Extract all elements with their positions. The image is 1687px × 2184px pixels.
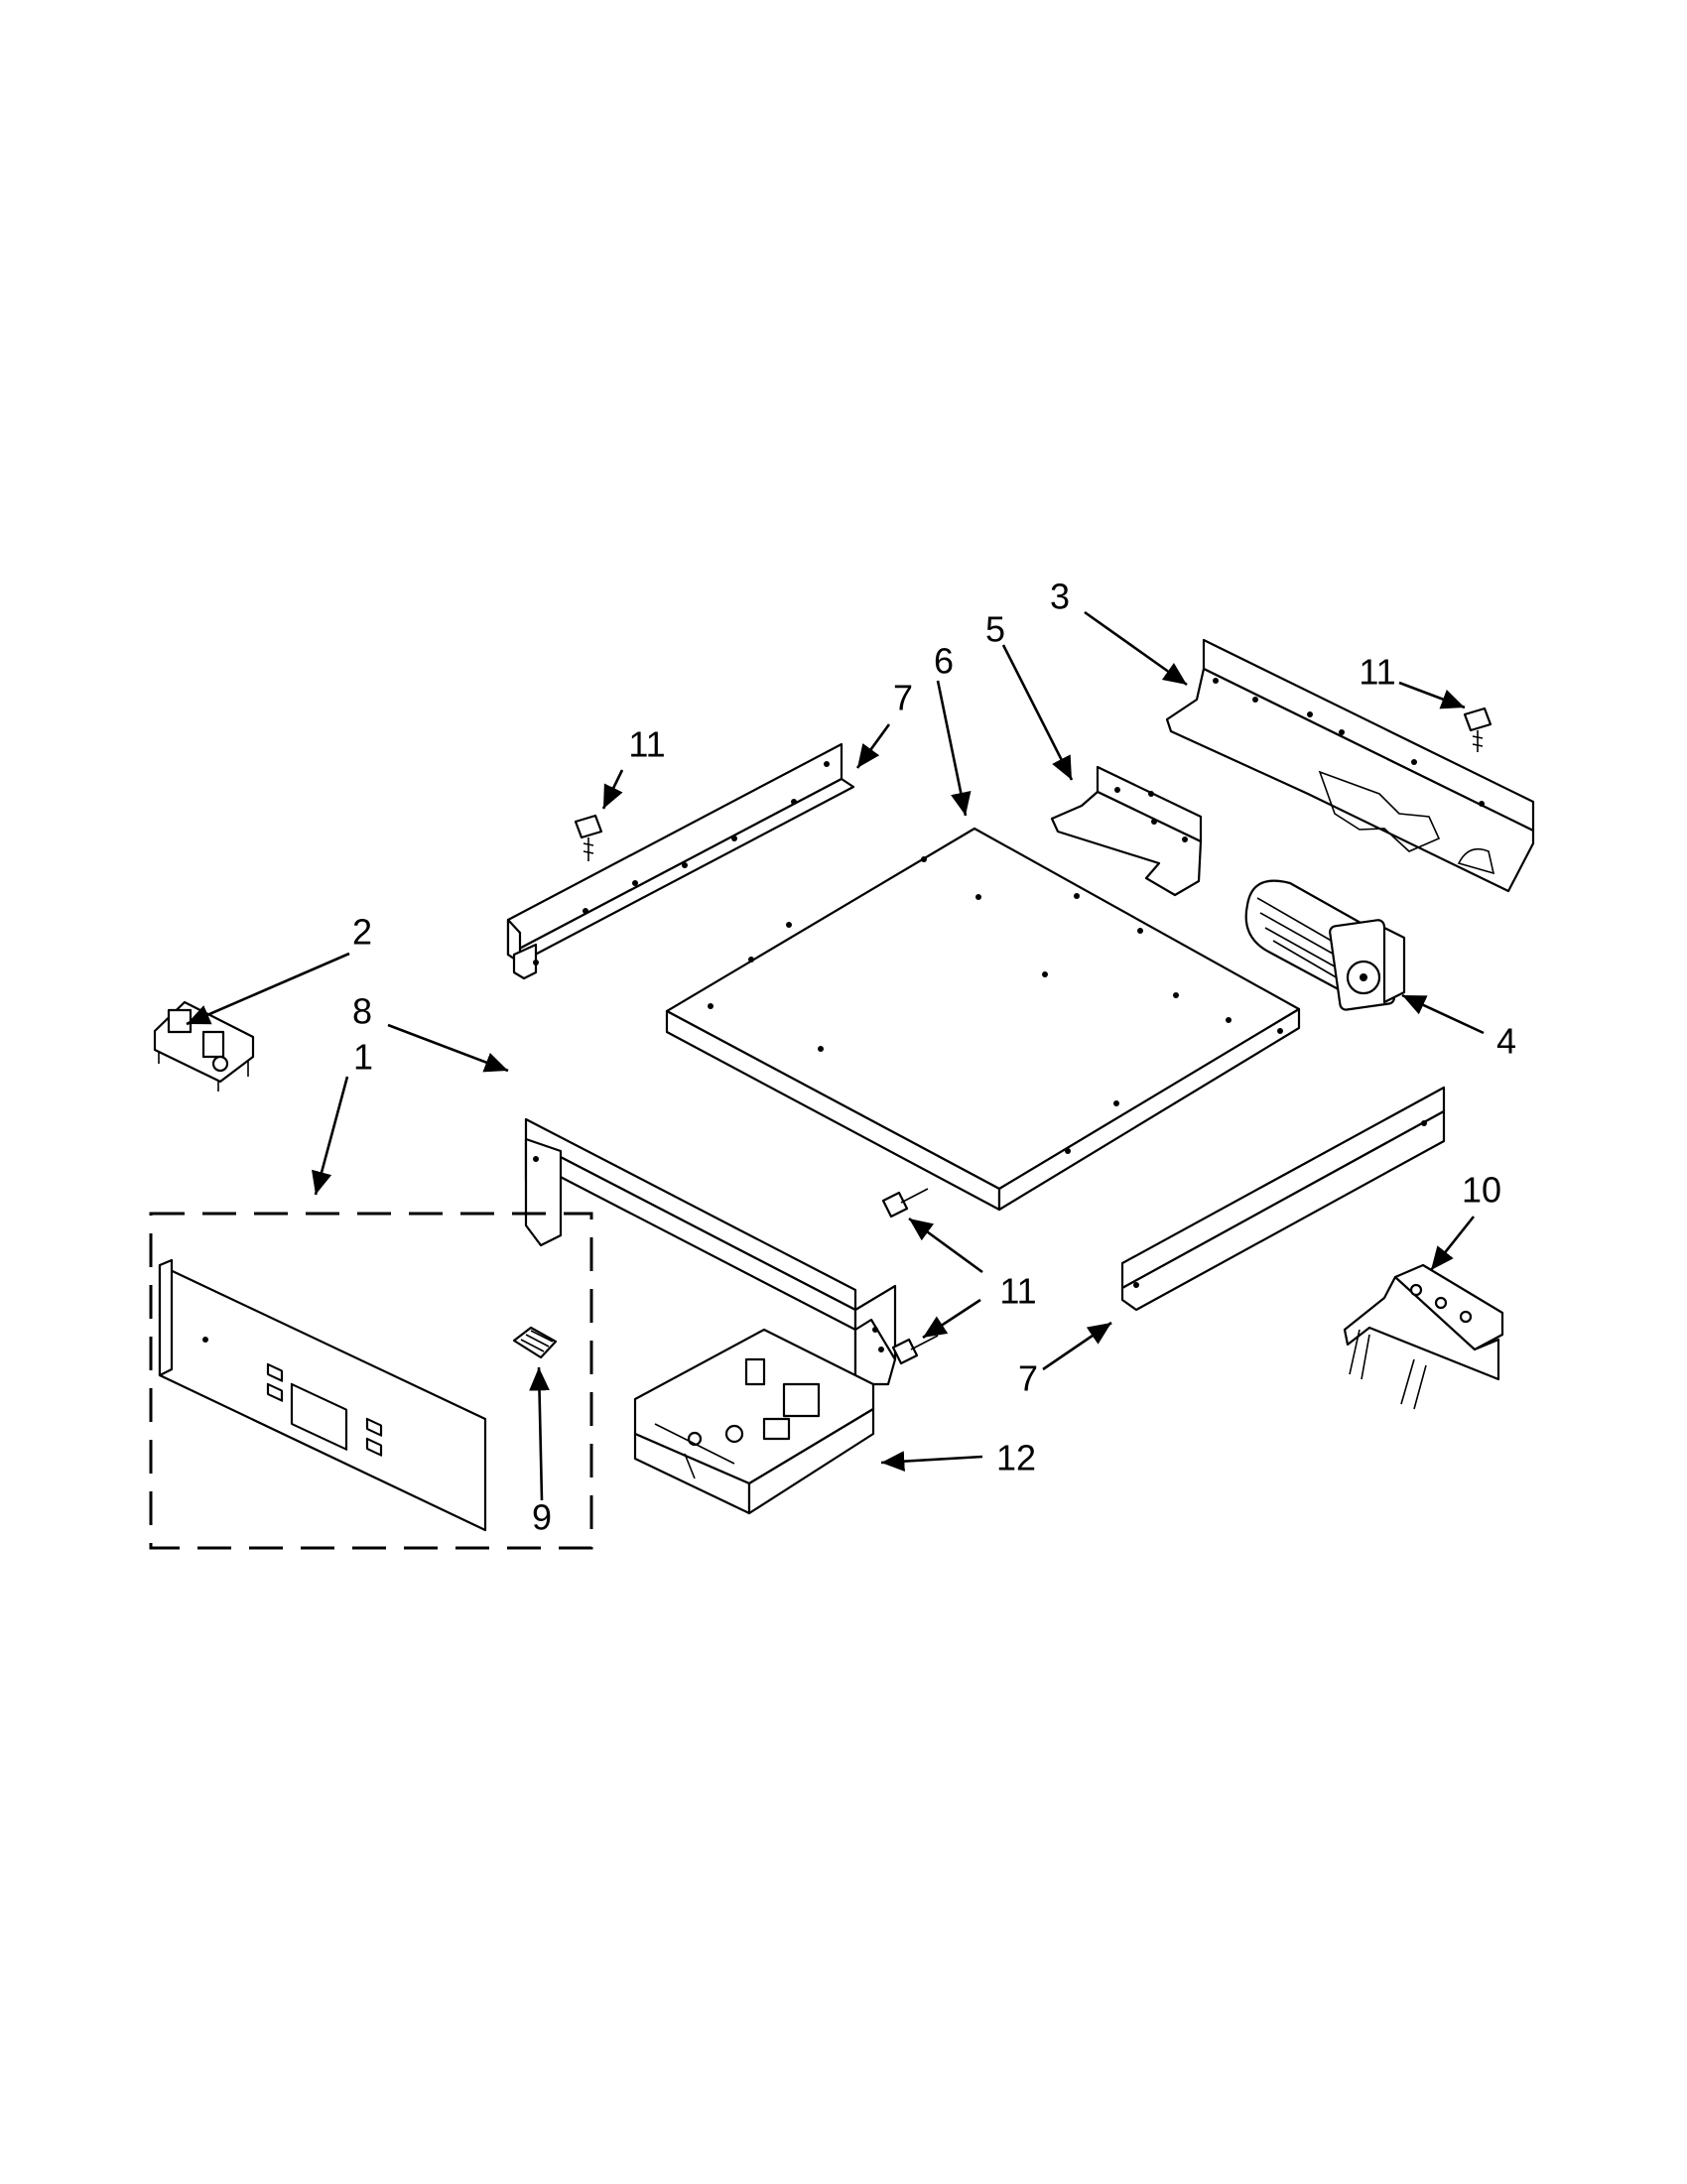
part-7-rail-bottom [1120, 1086, 1446, 1312]
callout-11-mid: 11 [999, 1271, 1036, 1312]
screw-11-topleft [574, 814, 603, 861]
callout-4: 4 [1496, 1021, 1516, 1062]
part-12-control-board [633, 1328, 875, 1515]
part-1-dashed-box [149, 1212, 593, 1550]
part-7-rail-top [506, 742, 855, 980]
part-6-base-plate [665, 827, 1301, 1212]
part-5-fan-bracket [1050, 765, 1203, 897]
callout-2: 2 [352, 912, 372, 953]
part-10-mount-bracket [1343, 1263, 1504, 1410]
callout-1: 1 [353, 1037, 373, 1078]
callout-7-top: 7 [893, 678, 913, 718]
part-1-control-panel [158, 1258, 487, 1532]
callout-3: 3 [1050, 577, 1070, 617]
callout-10: 10 [1462, 1170, 1501, 1211]
callout-7-bottom: 7 [1018, 1358, 1038, 1399]
part-9-keypad-grille [512, 1326, 558, 1359]
part-4-blower-fan [1244, 879, 1406, 1011]
part-3-rear-bracket [1165, 638, 1535, 893]
part-8-front-rail [524, 1117, 897, 1386]
callout-11-topright: 11 [1359, 652, 1395, 693]
callout-11-topleft: 11 [628, 724, 665, 765]
callout-8: 8 [352, 991, 372, 1032]
screw-11-mid [881, 1188, 929, 1219]
leader-arrows [186, 610, 1485, 1501]
screw-11-lower [891, 1335, 939, 1365]
screw-11-topright [1463, 707, 1492, 752]
callout-5: 5 [985, 609, 1005, 650]
callout-9: 9 [532, 1497, 552, 1538]
callout-6: 6 [934, 641, 954, 682]
callout-12: 12 [996, 1438, 1036, 1478]
part-2-terminal-block [153, 1000, 255, 1092]
